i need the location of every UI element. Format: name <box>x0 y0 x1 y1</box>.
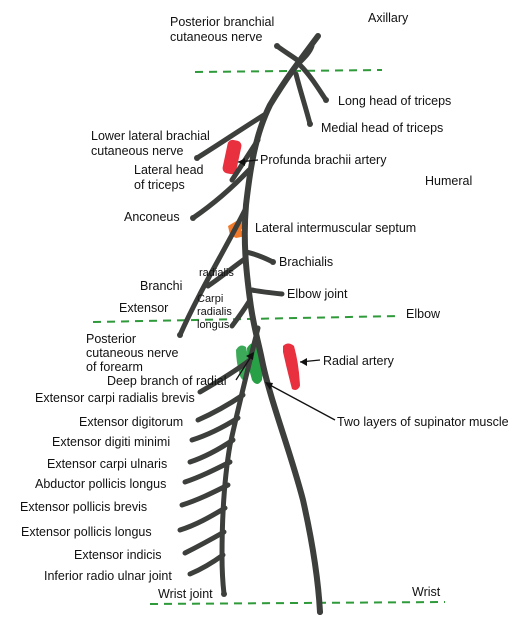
ecrb-label: Extensor carpi radialis brevis <box>35 391 195 405</box>
carpi-ulnaris-label: Extensor carpi ulnaris <box>47 457 167 471</box>
anconeus-label: Anconeus <box>124 210 180 224</box>
deep-branch-label: Deep branch of radial <box>107 374 227 388</box>
long-head-triceps-label: Long head of triceps <box>338 94 451 108</box>
lower-lateral-label-line2: cutaneous nerve <box>91 144 183 158</box>
radial-artery-label: Radial artery <box>323 354 395 368</box>
level-axillary-label: Axillary <box>368 11 409 25</box>
elbow-joint-label: Elbow joint <box>287 287 348 301</box>
extensor-label: Extensor <box>119 301 168 315</box>
elbow-level-line <box>92 315 401 323</box>
apl-label: Abductor pollicis longus <box>35 477 166 491</box>
lateral-septum-label: Lateral intermuscular septum <box>255 221 416 235</box>
epl-label: Extensor pollicis longus <box>21 525 152 539</box>
digitorum-label: Extensor digitorum <box>79 415 183 429</box>
inferior-radio-ulnar-label: Inferior radio ulnar joint <box>44 569 172 583</box>
level-elbow-label: Elbow <box>406 307 441 321</box>
branchi-label: Branchi <box>140 279 182 293</box>
epb-label: Extensor pollicis brevis <box>20 500 147 514</box>
pointer-arrows <box>235 158 336 421</box>
wrist-level-line <box>149 601 446 605</box>
digiti-minimi-label: Extensor digiti minimi <box>52 435 170 449</box>
profunda-brachii-artery <box>222 139 242 175</box>
axillary-level-line <box>194 69 383 73</box>
posterior-forearm-label-line2: cutaneous nerve <box>86 346 178 360</box>
radial-artery <box>283 343 300 390</box>
carpi-label-line2: radialis <box>197 306 232 318</box>
posterior-branchial-label-line2: cutaneous nerve <box>170 30 262 44</box>
posterior-forearm-label-line1: Posterior <box>86 332 136 346</box>
carpi-label-line1: Carpi <box>197 293 223 305</box>
lateral-head-label-line2: of triceps <box>134 178 185 192</box>
lower-lateral-label-line1: Lower lateral brachial <box>91 129 210 143</box>
two-layers-label: Two layers of supinator muscle <box>337 415 509 429</box>
nerve-terminals <box>177 43 329 615</box>
brachialis-label: Brachialis <box>279 255 333 269</box>
radialis-label: radialis <box>199 267 234 279</box>
level-wrist-label: Wrist <box>412 585 441 599</box>
carpi-label-line3: longus <box>197 319 230 331</box>
lateral-head-label-line1: Lateral head <box>134 163 204 177</box>
posterior-forearm-label-line3: of forearm <box>86 360 143 374</box>
level-humeral-label: Humeral <box>425 174 472 188</box>
wrist-joint-label: Wrist joint <box>158 587 213 601</box>
posterior-branchial-label-line1: Posterior branchial <box>170 15 274 29</box>
medial-head-triceps-label: Medial head of triceps <box>321 121 443 135</box>
profunda-brachii-label: Profunda brachii artery <box>260 153 387 167</box>
indicis-label: Extensor indicis <box>74 548 162 562</box>
